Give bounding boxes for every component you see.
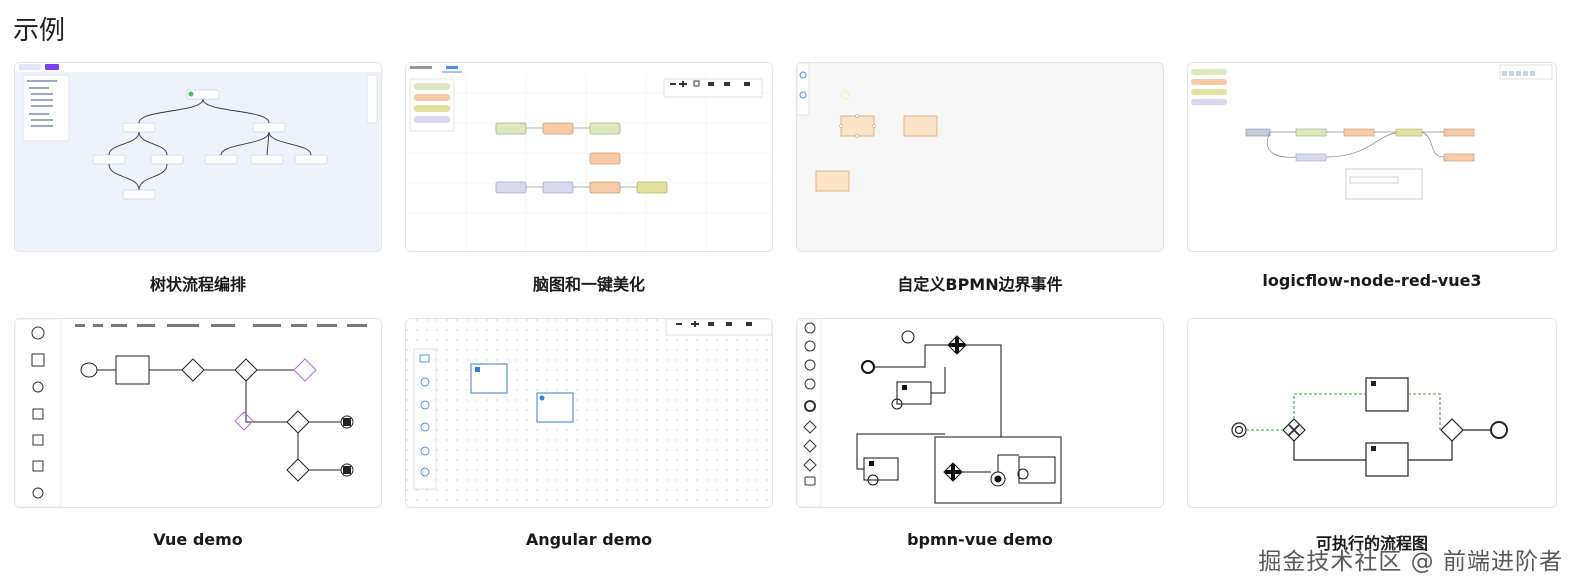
card-caption[interactable]: 自定义BPMN边界事件 <box>897 275 1063 294</box>
card-caption[interactable]: 脑图和一键美化 <box>532 275 645 294</box>
example-card-angular-demo[interactable]: Angular demo <box>405 318 773 558</box>
thumbnail-executable-flow[interactable] <box>1187 318 1557 508</box>
card-caption[interactable]: logicflow-node-red-vue3 <box>1262 271 1482 290</box>
section-title: 示例 <box>13 16 66 46</box>
card-caption[interactable]: 树状流程编排 <box>149 275 246 294</box>
watermark: 掘金技术社区 @ 前端进阶者 <box>1258 549 1563 575</box>
card-caption[interactable]: Angular demo <box>525 530 653 549</box>
card-caption[interactable]: 可执行的流程图 <box>1315 534 1428 553</box>
example-card-node-red[interactable]: logicflow-node-red-vue3 <box>1187 62 1557 302</box>
example-card-mindmap[interactable]: 脑图和一键美化 <box>405 62 773 302</box>
example-card-vue-demo[interactable]: Vue demo <box>14 318 382 558</box>
card-caption[interactable]: bpmn-vue demo <box>907 530 1053 549</box>
card-caption[interactable]: Vue demo <box>153 530 243 549</box>
example-card-tree-flow[interactable]: 树状流程编排 <box>14 62 382 302</box>
thumbnail-bpmn-boundary[interactable] <box>796 62 1164 252</box>
thumbnail-mindmap[interactable] <box>405 62 773 252</box>
thumbnail-angular-demo[interactable] <box>405 318 773 508</box>
example-card-bpmn-boundary[interactable]: 自定义BPMN边界事件 <box>796 62 1164 302</box>
example-card-bpmn-vue-demo[interactable]: bpmn-vue demo <box>796 318 1164 558</box>
thumbnail-vue-demo[interactable] <box>14 318 382 508</box>
example-card-executable-flow[interactable]: 可执行的流程图 <box>1187 318 1557 558</box>
thumbnail-tree-flow[interactable] <box>14 62 382 252</box>
thumbnail-bpmn-vue-demo[interactable] <box>796 318 1164 508</box>
thumbnail-node-red[interactable] <box>1187 62 1557 252</box>
